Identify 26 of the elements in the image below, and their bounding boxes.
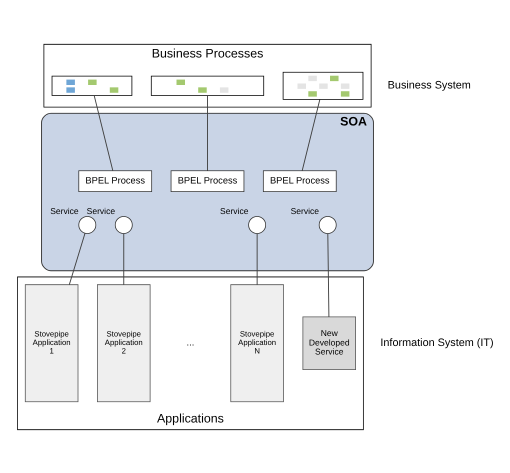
- node-label: Business System: [388, 79, 471, 92]
- node-box: Stovepipe Application 1: [24, 284, 78, 402]
- connector: [327, 232, 330, 317]
- node-box: Stovepipe Application 2: [97, 284, 151, 402]
- connector: [68, 232, 86, 284]
- node-box: Stovepipe Application N: [230, 284, 284, 402]
- node-label: Service: [50, 205, 79, 216]
- node-circle: [318, 216, 337, 234]
- node-circle: [78, 216, 96, 234]
- node-box: BPEL Process: [78, 170, 152, 192]
- node-circle: [114, 216, 133, 234]
- node-label: Service: [220, 205, 248, 216]
- connector: [207, 94, 208, 170]
- connector: [256, 232, 258, 285]
- connector: [302, 98, 320, 171]
- node-circle: [248, 216, 266, 234]
- connector: [123, 232, 124, 285]
- connector: [94, 94, 114, 170]
- cluster: Business Processes: [44, 43, 372, 107]
- node-label: Information System (IT): [380, 336, 494, 349]
- label: ...: [186, 337, 194, 348]
- node-label: Service: [290, 205, 320, 216]
- node-box: New Developed Service: [302, 316, 356, 370]
- node-label: Service: [86, 205, 116, 216]
- node-box: BPEL Process: [170, 170, 244, 192]
- node-box: BPEL Process: [262, 170, 337, 192]
